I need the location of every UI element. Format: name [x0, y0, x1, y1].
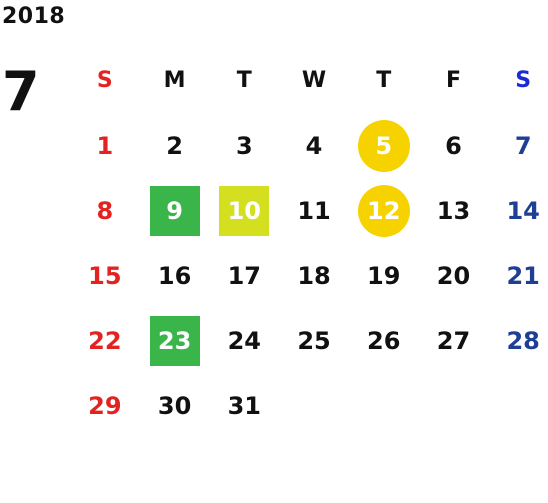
weekday-friday: F	[445, 67, 461, 93]
day-cell[interactable]: 28	[488, 308, 548, 373]
empty-day-cell	[279, 373, 349, 438]
day-number: 2	[166, 131, 183, 160]
day-number: 14	[506, 196, 540, 225]
day-cell[interactable]: 31	[209, 373, 279, 438]
week-row-5: 29 30 31	[70, 373, 548, 438]
day-cell[interactable]: 18	[279, 243, 349, 308]
weekday-header-row: S M T W T F S	[70, 48, 548, 113]
empty-day-cell	[349, 373, 419, 438]
day-number: 18	[297, 261, 331, 290]
day-number: 29	[88, 391, 122, 420]
weekday-sunday: S	[96, 67, 113, 93]
year-label: 2018	[2, 4, 66, 29]
day-cell[interactable]: 2	[140, 113, 210, 178]
day-number: 16	[157, 261, 192, 290]
day-number: 31	[227, 391, 261, 420]
weekday-wednesday: W	[301, 67, 327, 93]
day-cell[interactable]: 15	[70, 243, 140, 308]
day-number: 25	[297, 326, 331, 355]
day-cell-highlighted-green[interactable]: 9	[140, 178, 210, 243]
weekday-tuesday: T	[236, 67, 252, 93]
day-cell[interactable]: 8	[70, 178, 140, 243]
day-number: 26	[367, 326, 401, 355]
month-number: 7	[2, 60, 40, 123]
weekday-thursday: T	[376, 67, 392, 93]
day-number: 23	[149, 315, 200, 366]
day-cell[interactable]: 13	[419, 178, 489, 243]
day-cell[interactable]: 26	[349, 308, 419, 373]
day-number: 3	[235, 131, 253, 160]
day-number: 13	[436, 196, 471, 225]
day-cell[interactable]: 27	[419, 308, 489, 373]
day-number: 4	[305, 131, 323, 160]
weekday-saturday: S	[515, 67, 532, 93]
day-cell-highlighted-green[interactable]: 23	[140, 308, 210, 373]
day-number: 30	[157, 391, 192, 420]
day-number: 22	[88, 326, 122, 355]
day-cell[interactable]: 14	[488, 178, 548, 243]
day-cell-highlighted-circle[interactable]: 5	[349, 113, 419, 178]
day-cell[interactable]: 3	[209, 113, 279, 178]
day-number: 21	[506, 261, 540, 290]
day-number: 1	[96, 131, 114, 160]
day-number: 28	[506, 326, 540, 355]
week-row-2: 8 9 10 11 12 13 14	[70, 178, 548, 243]
day-number: 19	[367, 261, 401, 290]
empty-day-cell	[419, 373, 489, 438]
day-number: 7	[514, 131, 532, 160]
day-cell[interactable]: 19	[349, 243, 419, 308]
day-cell[interactable]: 22	[70, 308, 140, 373]
day-number: 15	[88, 261, 122, 290]
day-cell[interactable]: 25	[279, 308, 349, 373]
day-number: 24	[227, 326, 261, 355]
day-number: 8	[96, 196, 114, 225]
day-cell-highlighted-circle[interactable]: 12	[349, 178, 419, 243]
day-cell[interactable]: 6	[419, 113, 489, 178]
day-cell[interactable]: 4	[279, 113, 349, 178]
day-cell[interactable]: 20	[419, 243, 489, 308]
day-number: 12	[357, 184, 410, 237]
day-number: 9	[149, 185, 200, 236]
day-number: 5	[357, 119, 410, 172]
day-number: 17	[227, 261, 261, 290]
day-number: 11	[297, 196, 331, 225]
day-number: 6	[445, 131, 462, 160]
week-row-4: 22 23 24 25 26 27 28	[70, 308, 548, 373]
day-number: 10	[219, 185, 270, 236]
day-cell-highlighted-lime[interactable]: 10	[209, 178, 279, 243]
day-number: 27	[436, 326, 471, 355]
day-cell[interactable]: 11	[279, 178, 349, 243]
day-cell[interactable]: 29	[70, 373, 140, 438]
week-row-1: 1 2 3 4 5 6 7	[70, 113, 548, 178]
day-cell[interactable]: 30	[140, 373, 210, 438]
week-row-3: 15 16 17 18 19 20 21	[70, 243, 548, 308]
day-cell[interactable]: 17	[209, 243, 279, 308]
day-number: 20	[436, 261, 471, 290]
weekday-monday: M	[163, 67, 186, 93]
day-cell[interactable]: 1	[70, 113, 140, 178]
day-cell[interactable]: 7	[488, 113, 548, 178]
empty-day-cell	[488, 373, 548, 438]
day-cell[interactable]: 16	[140, 243, 210, 308]
day-cell[interactable]: 24	[209, 308, 279, 373]
day-cell[interactable]: 21	[488, 243, 548, 308]
calendar-grid: S M T W T F S 1 2 3 4 5 6 7 8 9 10 11 12…	[70, 48, 548, 438]
